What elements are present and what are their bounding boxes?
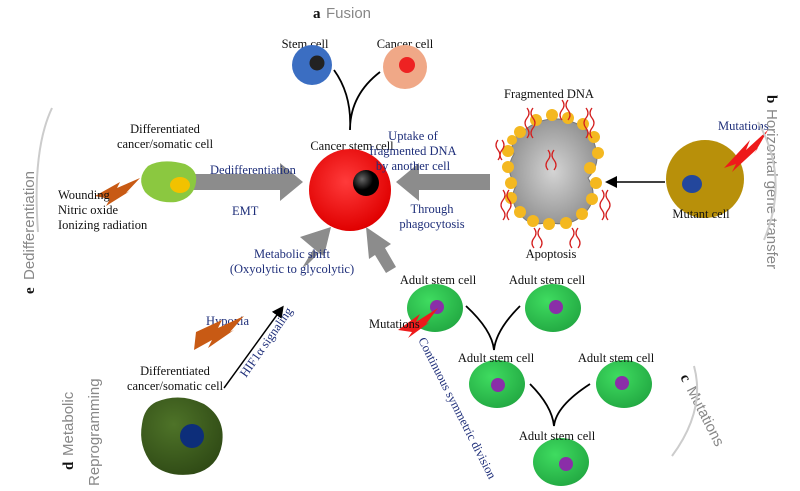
section-b-title: Horizontal gene transfer bbox=[763, 109, 780, 269]
grey-arrows bbox=[190, 163, 490, 273]
emt-label: EMT bbox=[232, 204, 259, 218]
adult-stem-cell-2 bbox=[525, 284, 581, 332]
dna-fragments bbox=[495, 99, 611, 249]
adult-mutations-label: Mutations bbox=[369, 317, 420, 331]
fragmented-dna-label: Fragmented DNA bbox=[504, 87, 594, 101]
hypoxia-lightning-icon bbox=[194, 316, 244, 350]
section-c-title: Mutations bbox=[683, 384, 728, 450]
cancer-cell-label: Cancer cell bbox=[377, 37, 434, 51]
mutant-cell bbox=[666, 140, 744, 218]
mutant-cell-label: Mutant cell bbox=[672, 207, 730, 221]
mutations-arrow bbox=[366, 227, 396, 273]
dediff-cell-label-2: cancer/somatic cell bbox=[117, 137, 214, 151]
adult-stem-cell-label-5: Adult stem cell bbox=[519, 429, 596, 443]
dediff-arrow-label: Dedifferentiation bbox=[210, 163, 297, 177]
section-b-bracket bbox=[757, 121, 777, 241]
adult-stem-cell-label-2: Adult stem cell bbox=[509, 273, 586, 287]
fusion-connector bbox=[333, 69, 381, 131]
fusion-cancer-cell bbox=[383, 45, 427, 89]
adult-stem-cell-4 bbox=[596, 360, 652, 408]
apoptosis-label: Apoptosis bbox=[526, 247, 577, 261]
uptake-label-1: Uptake of bbox=[388, 129, 438, 143]
section-a-fusion: a Fusion bbox=[313, 5, 371, 22]
uptake-label-2: fragmented DNA bbox=[369, 144, 456, 158]
dediff-lightning-icon bbox=[95, 178, 140, 206]
adult-stem-cell-label-4: Adult stem cell bbox=[578, 351, 655, 365]
mutation-lightning-icon bbox=[398, 308, 438, 338]
uptake-label-3: by another cell bbox=[376, 159, 451, 173]
stem-cell bbox=[292, 45, 332, 85]
mutant-lightning-icon bbox=[724, 130, 768, 172]
cancer-stem-cell-label: Cancer stem cell bbox=[310, 139, 394, 153]
adult-stem-cell-5 bbox=[533, 438, 589, 486]
metabolic-cell-label-2: cancer/somatic cell bbox=[127, 379, 224, 393]
apoptotic-bodies bbox=[502, 109, 604, 230]
apoptotic-cell bbox=[495, 99, 611, 249]
dediff-cell-label-1: Differentiated bbox=[130, 122, 201, 136]
division-connector-1 bbox=[465, 305, 521, 351]
hif-arrow bbox=[223, 305, 284, 389]
dediff-trigger-radiation: Ionizing radiation bbox=[58, 218, 148, 232]
metabolic-cell-label-1: Differentiated bbox=[140, 364, 211, 378]
section-a-letter: a bbox=[313, 6, 321, 22]
section-d-title-1: Metabolic bbox=[60, 391, 77, 456]
division-connector-2 bbox=[529, 383, 591, 427]
section-d-title-2: Reprogramming bbox=[86, 378, 103, 486]
dediff-trigger-nitric-oxide: Nitric oxide bbox=[58, 203, 119, 217]
section-d-metabolic: d Metabolic Reprogramming bbox=[60, 378, 103, 486]
metabolic-differentiated-cell bbox=[141, 397, 223, 475]
through-label-1: Through bbox=[410, 202, 454, 216]
metabolic-arrow bbox=[300, 227, 331, 268]
cancer-stem-cell bbox=[309, 149, 391, 231]
metabolic-shift-label-2: (Oxyolytic to glycolytic) bbox=[230, 262, 354, 276]
metabolic-shift-label-1: Metabolic shift bbox=[254, 247, 331, 261]
section-e-dedifferentiation: e Dedifferentiation bbox=[21, 171, 38, 294]
hgt-arrow bbox=[396, 163, 490, 201]
dediff-trigger-wounding: Wounding bbox=[58, 188, 111, 202]
section-e-letter: e bbox=[22, 287, 38, 294]
section-e-title: Dedifferentiation bbox=[21, 171, 38, 280]
section-d-letter: d bbox=[61, 461, 77, 470]
section-c-letter: c bbox=[676, 372, 693, 386]
dedifferentiation-arrow bbox=[190, 163, 303, 201]
adult-stem-cell-label-3: Adult stem cell bbox=[458, 351, 535, 365]
adult-stem-cell-label-1: Adult stem cell bbox=[400, 273, 477, 287]
section-b-letter: b bbox=[763, 95, 779, 103]
section-c-bracket bbox=[671, 365, 699, 457]
hgt-mutations-label: Mutations bbox=[718, 119, 769, 133]
dediff-differentiated-cell bbox=[141, 161, 197, 203]
section-b-hgt: b Horizontal gene transfer bbox=[763, 95, 780, 269]
adult-stem-cell-3 bbox=[469, 360, 525, 408]
section-e-bracket bbox=[35, 107, 53, 233]
section-a-title: Fusion bbox=[326, 5, 371, 22]
through-label-2: phagocytosis bbox=[399, 217, 464, 231]
